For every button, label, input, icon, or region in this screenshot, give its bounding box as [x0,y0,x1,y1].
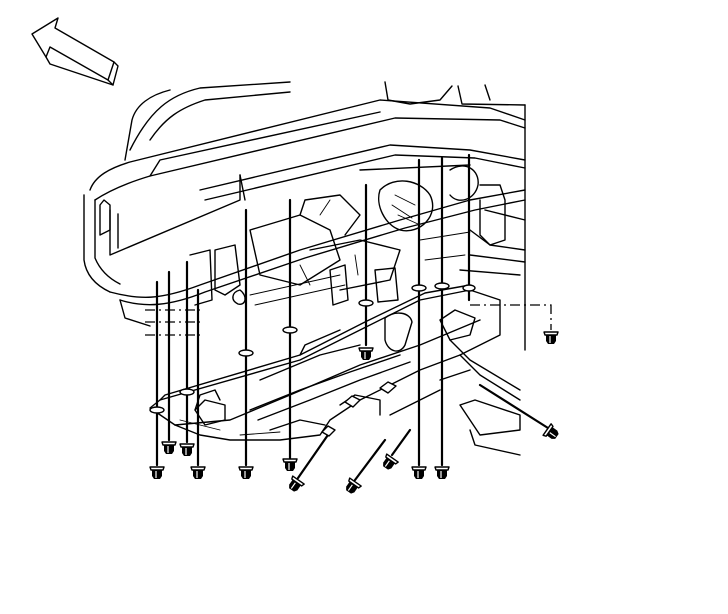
bolt-icon [238,466,254,479]
bolt-icon [543,331,559,344]
bolt-icon [346,477,362,494]
fastener-bolts [149,331,559,494]
direction-arrow-icon [31,17,119,86]
bolt-icon [282,458,298,471]
alignment-lines [145,153,552,482]
bolt-icon [289,475,305,492]
bolt-icon [358,347,374,360]
bolt-icon [179,443,195,456]
bolt-icon [161,441,177,454]
bolt-icon [190,466,206,479]
bolt-icon [542,423,559,439]
bolt-icon [149,466,165,479]
lower-shield-panel [149,284,521,456]
shield-mounting-holes [149,282,476,437]
frame-and-engine-bay [189,165,526,306]
bolt-icon [383,453,399,470]
bolt-icon [411,466,427,479]
bolt-icon [434,466,450,479]
